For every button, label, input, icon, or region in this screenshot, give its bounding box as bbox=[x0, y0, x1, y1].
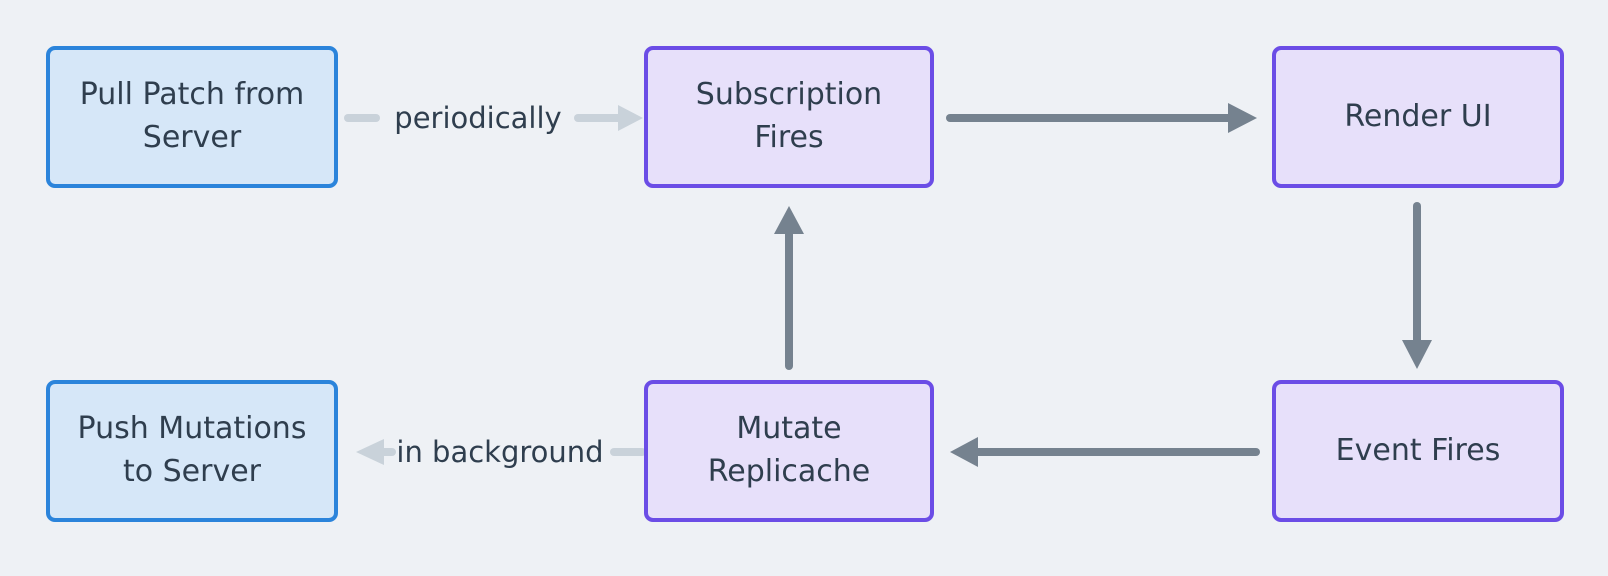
node-pull-patch-label: Pull Patch from Server bbox=[79, 77, 305, 155]
edge-render-to-event-arrowhead-icon bbox=[1402, 340, 1432, 369]
node-mutate-replicache-label: Mutate Replicache bbox=[707, 411, 871, 489]
node-event-fires-label: Event Fires bbox=[1335, 432, 1501, 468]
node-render-ui-label: Render UI bbox=[1344, 98, 1492, 134]
node-push-mutations-label: Push Mutations to Server bbox=[77, 411, 307, 489]
node-pull-patch-from-server: Pull Patch from Server bbox=[46, 46, 338, 188]
edge-pull-to-subscription-arrowhead-icon bbox=[618, 105, 643, 131]
edge-mutate-to-subscription-arrowhead-icon bbox=[774, 206, 804, 234]
edge-subscription-to-render-arrowhead-icon bbox=[1228, 103, 1257, 133]
node-render-ui: Render UI bbox=[1272, 46, 1564, 188]
node-push-mutations-to-server: Push Mutations to Server bbox=[46, 380, 338, 522]
node-subscription-fires: Subscription Fires bbox=[644, 46, 934, 188]
edge-mutate-to-push-arrowhead-icon bbox=[356, 439, 384, 465]
node-subscription-fires-label: Subscription Fires bbox=[695, 77, 883, 155]
edge-label-in-background: in background bbox=[396, 435, 604, 469]
edge-label-periodically: periodically bbox=[394, 101, 562, 135]
node-event-fires: Event Fires bbox=[1272, 380, 1564, 522]
edge-event-to-mutate-arrowhead-icon bbox=[950, 437, 978, 467]
node-mutate-replicache: Mutate Replicache bbox=[644, 380, 934, 522]
